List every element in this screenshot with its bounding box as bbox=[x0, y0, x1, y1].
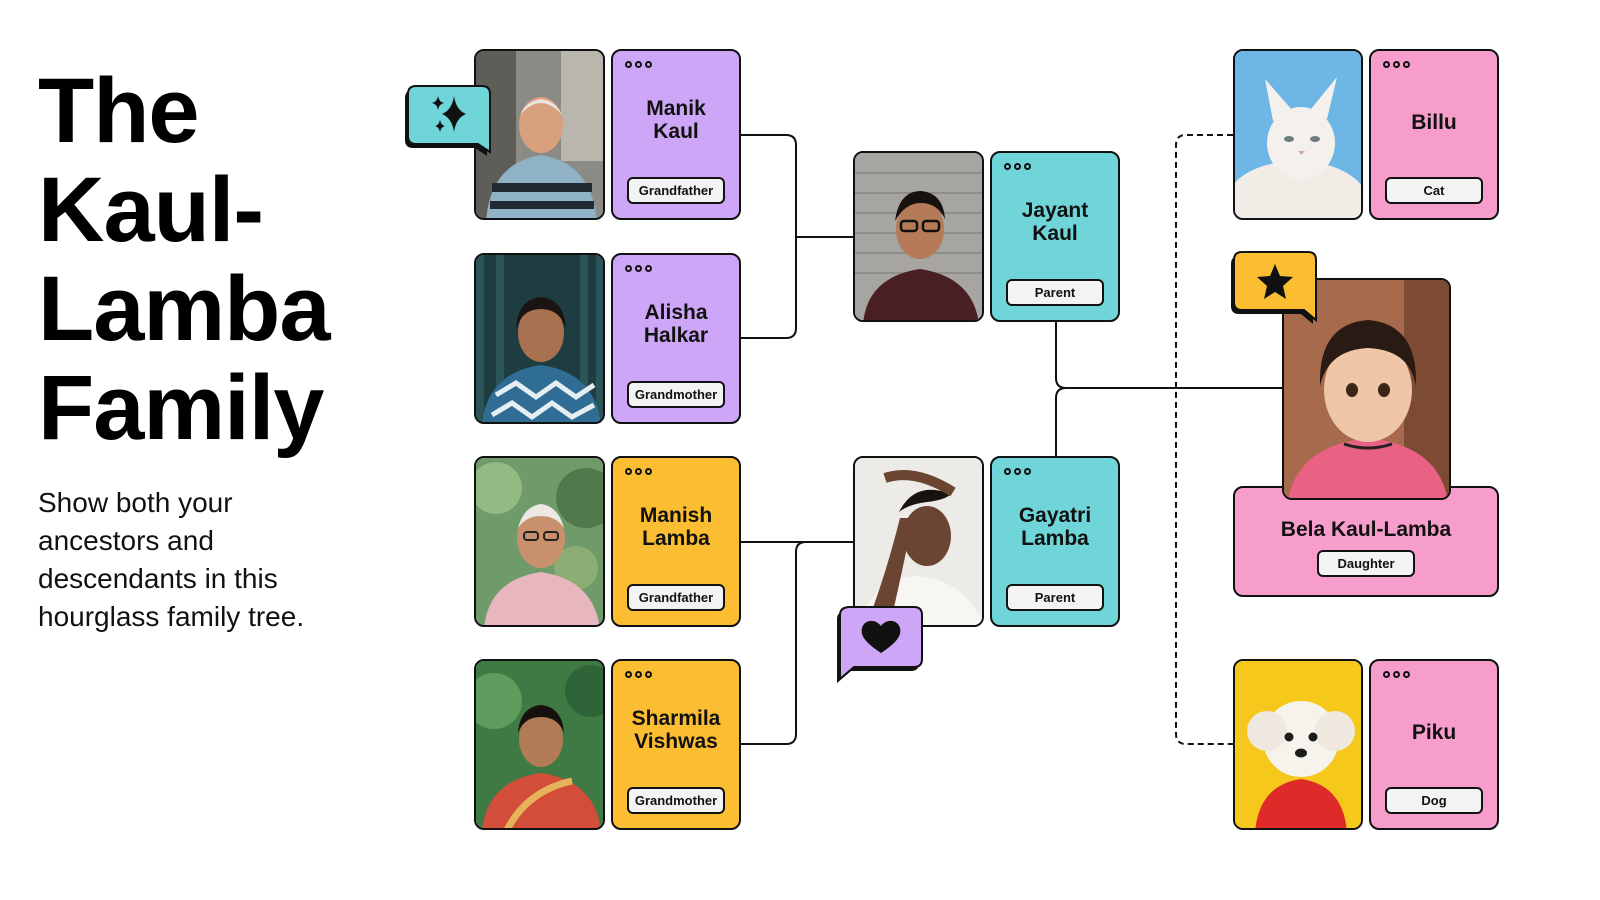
name-line: Halkar bbox=[643, 324, 709, 347]
star-bubble bbox=[1231, 251, 1317, 324]
more-dots-icon[interactable] bbox=[1383, 671, 1410, 678]
connector-pets bbox=[1175, 134, 1233, 745]
name-line: Lamba bbox=[642, 527, 710, 550]
manik-card[interactable]: Manik Kaul Grandfather bbox=[611, 49, 741, 220]
gayatri-photo bbox=[853, 456, 984, 627]
role-badge: Parent bbox=[1006, 584, 1104, 611]
sparkle-bubble bbox=[405, 85, 491, 156]
name-line: Jayant bbox=[1021, 199, 1089, 222]
star-icon bbox=[1257, 264, 1293, 299]
member-name: Billu bbox=[1377, 111, 1491, 134]
role-badge: Dog bbox=[1385, 787, 1483, 814]
bela-card[interactable]: Bela Kaul-Lamba Daughter bbox=[1233, 486, 1499, 597]
name-line: Billu bbox=[1411, 111, 1457, 134]
role-badge: Cat bbox=[1385, 177, 1483, 204]
piku-photo bbox=[1233, 659, 1363, 830]
more-dots-icon[interactable] bbox=[1004, 163, 1031, 170]
member-name: Bela Kaul-Lamba bbox=[1241, 518, 1491, 541]
jayant-card[interactable]: Jayant Kaul Parent bbox=[990, 151, 1120, 322]
manik-photo bbox=[474, 49, 605, 220]
manish-card[interactable]: Manish Lamba Grandfather bbox=[611, 456, 741, 627]
connector-parents-child bbox=[1055, 322, 1282, 457]
more-dots-icon[interactable] bbox=[625, 468, 652, 475]
name-line: Alisha bbox=[644, 301, 708, 324]
heart-icon bbox=[861, 620, 901, 653]
page-subtitle: Show both your ancestors and descendants… bbox=[38, 487, 305, 632]
billu-photo bbox=[1233, 49, 1363, 220]
name-line: Gayatri bbox=[1018, 504, 1092, 527]
jayant-photo bbox=[853, 151, 984, 322]
title-line: Lamba bbox=[38, 258, 331, 360]
gayatri-card[interactable]: Gayatri Lamba Parent bbox=[990, 456, 1120, 627]
name-line: Piku bbox=[1411, 721, 1457, 744]
billu-card[interactable]: Billu Cat bbox=[1369, 49, 1499, 220]
more-dots-icon[interactable] bbox=[1383, 61, 1410, 68]
manish-photo bbox=[474, 456, 605, 627]
more-dots-icon[interactable] bbox=[625, 265, 652, 272]
name-line: Lamba bbox=[1021, 527, 1089, 550]
role-badge: Grandmother bbox=[627, 787, 725, 814]
title-line: Kaul- bbox=[38, 159, 264, 261]
name-line: Manish bbox=[639, 504, 713, 527]
name-line: Sharmila bbox=[631, 707, 721, 730]
more-dots-icon[interactable] bbox=[625, 671, 652, 678]
more-dots-icon[interactable] bbox=[1004, 468, 1031, 475]
heart-bubble bbox=[837, 606, 923, 683]
name-line: Bela Kaul-Lamba bbox=[1280, 518, 1452, 541]
page-title: The Kaul- Lamba Family bbox=[38, 62, 398, 458]
member-name: Manik Kaul bbox=[619, 97, 733, 143]
role-badge: Grandfather bbox=[627, 584, 725, 611]
name-line: Vishwas bbox=[634, 730, 718, 753]
member-name: Gayatri Lamba bbox=[998, 504, 1112, 550]
connector-lamba-grandparents bbox=[741, 541, 855, 745]
piku-card[interactable]: Piku Dog bbox=[1369, 659, 1499, 830]
alisha-photo bbox=[474, 253, 605, 424]
member-name: Alisha Halkar bbox=[619, 301, 733, 347]
more-dots-icon[interactable] bbox=[625, 61, 652, 68]
title-line: The bbox=[38, 60, 200, 162]
member-name: Piku bbox=[1377, 721, 1491, 744]
name-line: Kaul bbox=[1032, 222, 1078, 245]
name-line: Kaul bbox=[653, 120, 699, 143]
member-name: Sharmila Vishwas bbox=[619, 707, 733, 753]
member-name: Jayant Kaul bbox=[998, 199, 1112, 245]
title-line: Family bbox=[38, 357, 324, 459]
member-name: Manish Lamba bbox=[619, 504, 733, 550]
sharmila-photo bbox=[474, 659, 605, 830]
role-badge: Grandmother bbox=[627, 381, 725, 408]
name-line: Manik bbox=[646, 97, 706, 120]
sparkle-icon bbox=[432, 96, 466, 132]
alisha-card[interactable]: Alisha Halkar Grandmother bbox=[611, 253, 741, 424]
sharmila-card[interactable]: Sharmila Vishwas Grandmother bbox=[611, 659, 741, 830]
role-badge: Parent bbox=[1006, 279, 1104, 306]
connector-kaul-grandparents bbox=[741, 134, 855, 339]
role-badge: Daughter bbox=[1317, 550, 1415, 577]
role-badge: Grandfather bbox=[627, 177, 725, 204]
